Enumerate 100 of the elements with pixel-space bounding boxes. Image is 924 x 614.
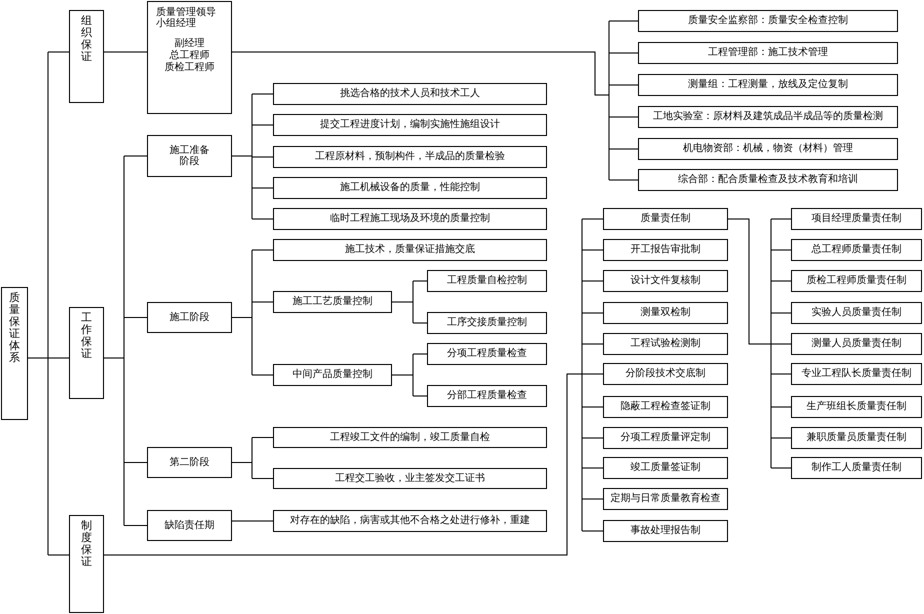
process-box <box>273 510 547 532</box>
connector-line <box>124 525 148 526</box>
process-box <box>603 488 728 510</box>
box-label: 质检工程师质量责任制 <box>806 275 906 287</box>
category-box <box>69 307 104 399</box>
connector-line <box>124 317 148 318</box>
process-box <box>147 1 232 114</box>
process-box <box>638 169 898 191</box>
process-box <box>638 10 898 32</box>
process-box <box>147 135 232 177</box>
box-label: 测量双检制 <box>640 307 690 319</box>
box-label: 实验人员质量责任制 <box>812 307 902 319</box>
process-box <box>791 427 922 449</box>
box-label: 测量人员质量责任制 <box>812 338 902 350</box>
box-label: 中间产品质量控制 <box>292 369 372 381</box>
box-label: 定期与日常质量教育检查 <box>610 493 720 505</box>
connector-line <box>582 312 604 314</box>
box-label: 项目经理质量责任制 <box>812 213 902 225</box>
box-label: 兼职质量员质量责任制 <box>806 432 906 444</box>
box-label: 隐蔽工程检查签证制 <box>620 401 710 413</box>
box-label: 工程原材料，预制构件，半成品的质量检验 <box>315 151 505 163</box>
process-box <box>603 427 728 449</box>
process-box <box>427 270 547 292</box>
connector-line <box>232 437 252 479</box>
box-label: 生产班组长质量责任制 <box>806 401 906 413</box>
connector-line <box>608 52 638 54</box>
connector-line <box>232 20 610 180</box>
process-box <box>273 239 547 261</box>
box-heading: 质量管理领导小组经理 <box>156 8 217 29</box>
process-box <box>791 333 922 355</box>
connector-line <box>232 94 252 220</box>
process-box <box>791 457 922 479</box>
process-box <box>147 302 232 333</box>
box-label: 分项工程质量检查 <box>447 348 527 360</box>
connector-line <box>582 530 604 532</box>
box-label: 分部工程质量检查 <box>447 390 527 402</box>
connector-line <box>412 280 428 282</box>
box-label: 提交工程进度计划，编制实施性施组设计 <box>320 119 500 131</box>
process-box <box>273 177 547 199</box>
box-label: 工程竣工文件的编制，竣工质量自检 <box>330 432 490 444</box>
box-label: 质量保证体系 <box>9 292 20 365</box>
connector-line <box>232 250 252 376</box>
box-label: 施工工艺质量控制 <box>292 296 372 308</box>
process-box <box>273 83 547 105</box>
box-label: 工序交接质量控制 <box>447 317 527 329</box>
connector-line <box>48 554 70 556</box>
process-box <box>427 343 547 365</box>
process-box <box>791 302 922 324</box>
connector-line <box>252 437 274 438</box>
connector-line <box>770 406 792 408</box>
process-box <box>273 146 547 168</box>
box-label: 竣工质量签证制 <box>630 462 700 474</box>
process-box <box>603 520 728 542</box>
process-box <box>603 396 728 418</box>
process-box <box>638 74 898 96</box>
category-box <box>1 287 28 420</box>
connector-line <box>770 312 792 314</box>
box-label: 专业工程队长质量责任制 <box>802 368 912 380</box>
process-box <box>603 239 728 261</box>
box-label: 制度保证 <box>81 520 92 568</box>
process-box <box>273 114 547 136</box>
box-label: 综合部：配合质量检查及技术教育和培训 <box>678 174 858 186</box>
category-box <box>69 10 104 103</box>
connector-line <box>770 218 792 220</box>
box-label: 事故处理报告制 <box>630 525 700 537</box>
connector-line <box>728 218 772 468</box>
connector-line <box>582 218 604 220</box>
process-box <box>427 312 547 334</box>
process-box <box>273 208 547 230</box>
connector-line <box>608 148 638 150</box>
box-label: 测量组：工程测量，放线及定位复制 <box>688 79 848 91</box>
category-box <box>69 515 104 613</box>
box-label: 施工技术，质量保证措施交底 <box>345 244 475 256</box>
box-label: 分阶段技术交底制 <box>626 368 706 380</box>
connector-line <box>104 156 124 526</box>
box-label: 工作保证 <box>81 312 92 360</box>
connector-line <box>232 520 274 522</box>
process-box <box>147 510 232 541</box>
process-box <box>603 208 728 230</box>
connector-line <box>412 322 428 324</box>
box-label: 施工准备阶段 <box>168 144 210 168</box>
box-label: 工程试验检测制 <box>630 338 700 350</box>
connector-line <box>582 280 604 282</box>
box-label: 质量责任制 <box>640 213 690 225</box>
process-box <box>273 427 547 448</box>
process-box <box>791 239 922 261</box>
connector-line <box>252 124 274 126</box>
connector-line <box>392 354 414 396</box>
box-label: 第二阶段 <box>170 456 210 468</box>
process-box <box>273 291 392 313</box>
box-label: 设计文件复核制 <box>630 275 700 287</box>
box-label: 开工报告审批制 <box>630 244 700 256</box>
box-label: 工程质量自检控制 <box>447 275 527 287</box>
process-box <box>638 42 898 64</box>
box-label: 机电物资部：机械，物资（材料）管理 <box>683 143 853 155</box>
box-label: 质检工程师 <box>164 62 216 74</box>
process-box <box>638 138 898 160</box>
process-box <box>638 106 898 128</box>
box-label: 工程交工验收，业主签发交工证书 <box>335 472 485 484</box>
box-label: 组织保证 <box>81 15 92 64</box>
